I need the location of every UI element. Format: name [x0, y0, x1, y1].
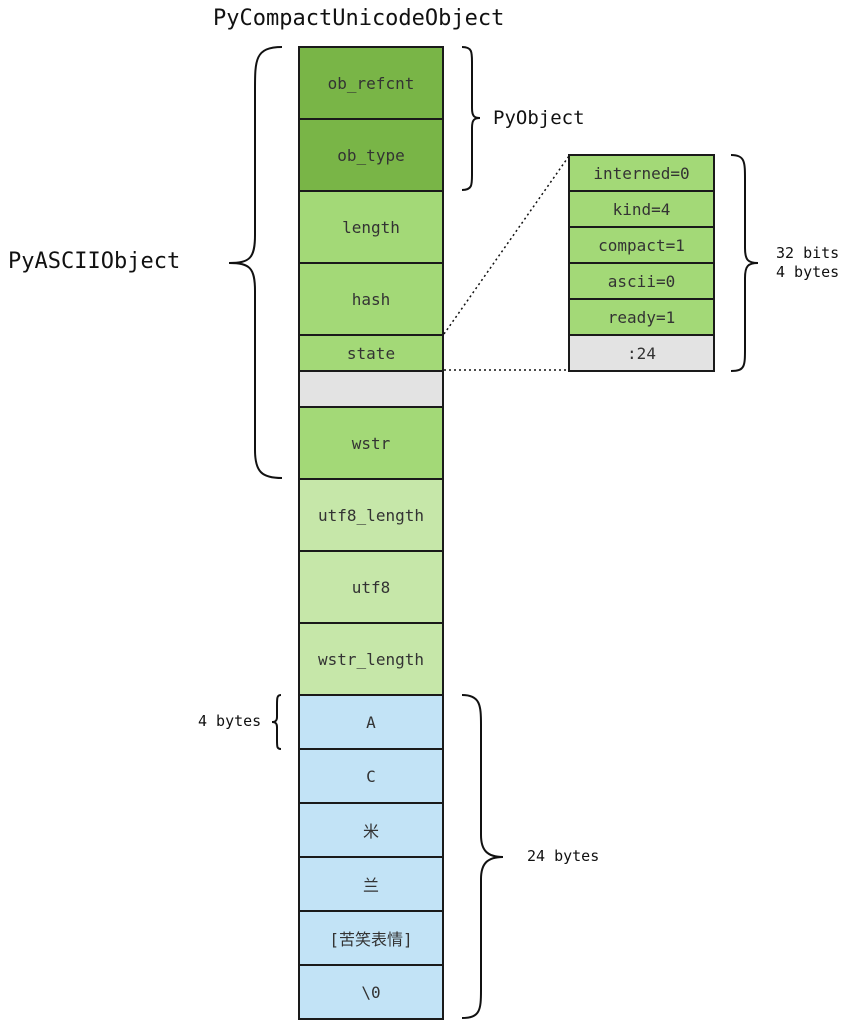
field-wstr-length: wstr_length: [298, 622, 444, 696]
char-cell: 兰: [298, 856, 444, 912]
char-cell: A: [298, 694, 444, 750]
data-size-brace: [461, 694, 504, 1019]
state-connector-top: [443, 155, 570, 335]
field-state: state: [298, 334, 444, 372]
char-cell: [苦笑表情]: [298, 910, 444, 966]
field-ob-refcnt: ob_refcnt: [298, 46, 444, 120]
diagram-title: PyCompactUnicodeObject: [213, 6, 505, 31]
pyobject-brace: [461, 46, 481, 191]
char-cell: C: [298, 748, 444, 804]
state-bits-brace: [730, 154, 759, 372]
pyasciiobject-label: PyASCIIObject: [8, 249, 181, 274]
state-bit-interned: interned=0: [568, 154, 715, 192]
state-bit-ascii: ascii=0: [568, 262, 715, 300]
field-length: length: [298, 190, 444, 264]
state-bit-compact: compact=1: [568, 226, 715, 264]
char-size-label: 4 bytes: [198, 712, 262, 730]
field-utf8: utf8: [298, 550, 444, 624]
data-size-label: 24 bytes: [527, 847, 600, 865]
field-hash: hash: [298, 262, 444, 336]
char-cell: \0: [298, 964, 444, 1020]
state-size-bytes-label: 4 bytes: [776, 263, 840, 281]
pyobject-label: PyObject: [493, 107, 585, 129]
pyasciiobject-brace: [228, 46, 283, 479]
field-utf8-length: utf8_length: [298, 478, 444, 552]
state-size-bits-label: 32 bits: [776, 244, 840, 262]
state-bit-unused: :24: [568, 334, 715, 372]
char-size-brace: [271, 694, 282, 750]
